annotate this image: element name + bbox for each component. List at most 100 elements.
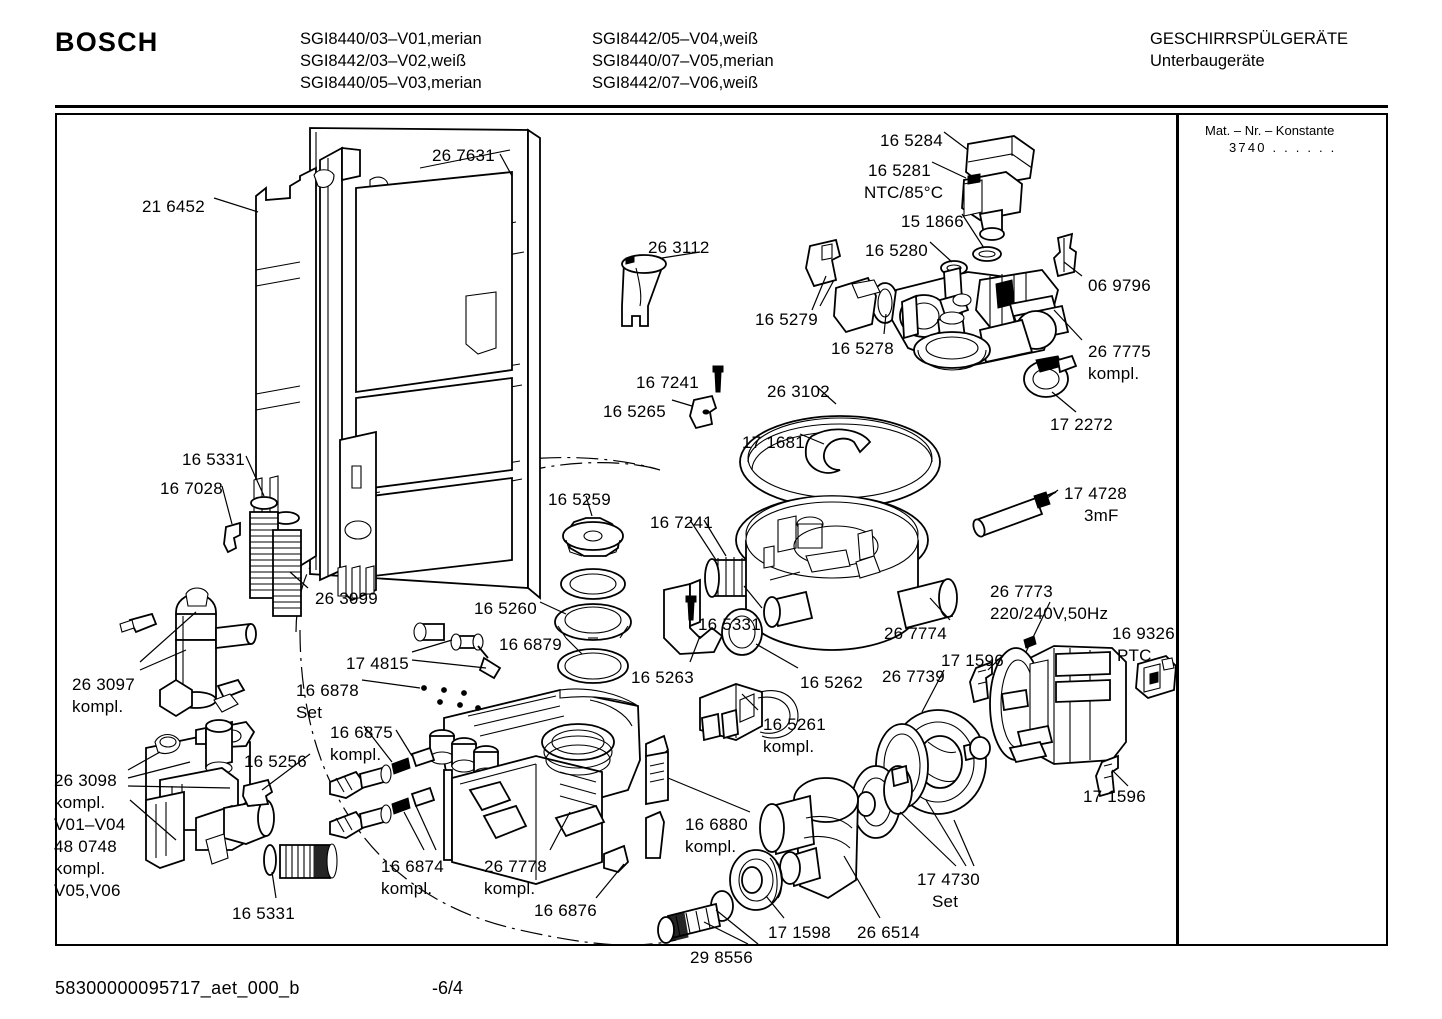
part-number-label: 17 4728 <box>1064 484 1127 503</box>
category-title: GESCHIRRSPÜLGERÄTE <box>1150 30 1349 48</box>
part-number-label: 17 4730 <box>917 870 980 889</box>
part-number-label: 26 7778 <box>484 857 547 876</box>
circulation-pump-assembly <box>658 636 1176 943</box>
part-number-label: 17 1598 <box>768 923 831 942</box>
part-number-label: 16 7241 <box>636 373 699 392</box>
part-number-label: 16 5279 <box>755 310 818 329</box>
part-number-label: 16 5260 <box>474 599 537 618</box>
part-number-label: 16 6879 <box>499 635 562 654</box>
part-number-label: Set <box>296 703 323 722</box>
part-number-label: 16 7028 <box>160 479 223 498</box>
assembly-outline <box>300 630 676 945</box>
bosch-logo: BOSCH <box>55 27 159 57</box>
part-number-label: 16 5263 <box>631 668 694 687</box>
capacitor <box>971 492 1056 538</box>
model-line: SGI8440/07–V05,merian <box>592 52 774 70</box>
model-list-column-2: SGI8442/05–V04,weiß SGI8440/07–V05,meria… <box>592 28 774 94</box>
part-number-label: 3mF <box>1084 506 1119 525</box>
part-number-label: 16 5265 <box>603 402 666 421</box>
appliance-category: GESCHIRRSPÜLGERÄTE Unterbaugeräte <box>1150 28 1348 72</box>
part-number-label: kompl. <box>330 745 382 764</box>
material-number-block: Mat. – Nr. – Konstante 3740 . . . . . . <box>1205 122 1336 156</box>
part-number-label: V01–V04 <box>54 815 126 834</box>
part-number-label: 21 6452 <box>142 197 205 216</box>
part-number-label: 06 9796 <box>1088 276 1151 295</box>
part-number-label: 26 7775 <box>1088 342 1151 361</box>
part-number-label: 16 5331 <box>698 615 761 634</box>
part-number-label: 16 6875 <box>330 723 393 742</box>
part-number-label: 16 5331 <box>232 904 295 923</box>
part-number-label: kompl. <box>484 879 536 898</box>
part-number-label: Set <box>932 892 959 911</box>
document-id: 58300000095717_aet_000_b <box>55 978 300 998</box>
model-line: SGI8440/05–V03,merian <box>300 74 482 92</box>
part-number-label: V05,V06 <box>54 881 121 900</box>
part-number-label: 15 1866 <box>901 212 964 231</box>
sump-bowl-assembly <box>722 416 957 655</box>
part-number-label: 220/240V,50Hz <box>990 604 1109 623</box>
part-number-label: 16 5281 <box>868 161 931 180</box>
part-number-label: 26 3097 <box>72 675 135 694</box>
inlet-valve-assembly <box>120 588 274 868</box>
part-number-label: kompl. <box>54 859 106 878</box>
matnr-title: Mat. – Nr. – Konstante <box>1205 123 1335 138</box>
model-line: SGI8442/07–V06,weiß <box>592 74 759 92</box>
frame-vertical-divider <box>1176 113 1179 946</box>
filter-cap-assembly <box>555 518 631 683</box>
part-number-label: 16 5262 <box>800 673 863 692</box>
part-number-label: 16 5259 <box>548 490 611 509</box>
part-number-label: 16 6874 <box>381 857 444 876</box>
part-number-label: 26 3099 <box>315 589 378 608</box>
heater-block-assembly <box>806 136 1076 397</box>
part-number-label: 26 6514 <box>857 923 920 942</box>
model-line: SGI8442/03–V02,weiß <box>300 52 467 70</box>
part-number-label: 17 1596 <box>1083 787 1146 806</box>
part-number-label: 16 5284 <box>880 131 943 150</box>
part-number-label: 16 5280 <box>865 241 928 260</box>
part-number-label: 16 6880 <box>685 815 748 834</box>
part-number-label: kompl. <box>54 793 106 812</box>
part-number-label: 26 7739 <box>882 667 945 686</box>
part-number-label: 16 7241 <box>650 513 713 532</box>
funnel-and-clip-group <box>622 255 723 428</box>
leader-lines <box>128 132 1128 944</box>
part-number-label: 17 1681 <box>742 433 805 452</box>
model-list-column-1: SGI8440/03–V01,merian SGI8442/03–V02,wei… <box>300 28 482 94</box>
door-panel-assembly <box>254 128 540 600</box>
part-number-label: kompl. <box>1088 364 1140 383</box>
part-number-label: 26 7631 <box>432 146 495 165</box>
part-number-label: kompl. <box>763 737 815 756</box>
part-number-label: 16 6876 <box>534 901 597 920</box>
part-number-label: 16 5278 <box>831 339 894 358</box>
part-number-label: 16 9326 <box>1112 624 1175 643</box>
part-number-label: 26 3098 <box>54 771 117 790</box>
assembly-outline <box>296 458 660 632</box>
category-subtitle: Unterbaugeräte <box>1150 52 1265 70</box>
hose-and-gasket-group <box>224 497 301 616</box>
part-number-label: kompl. <box>381 879 433 898</box>
page-number: -6/4 <box>432 978 464 998</box>
sump-housing-assembly <box>430 689 640 884</box>
part-number-label: 16 5261 <box>763 715 826 734</box>
part-number-label: 16 5331 <box>182 450 245 469</box>
part-number-label: 16 5256 <box>244 752 307 771</box>
assembly-outline <box>524 463 660 472</box>
part-number-label: 17 4815 <box>346 654 409 673</box>
part-number-label: PTC <box>1117 646 1152 665</box>
part-number-label: kompl. <box>72 697 124 716</box>
part-number-label: 48 0748 <box>54 837 117 856</box>
drain-hose-left <box>264 844 337 878</box>
part-number-label: NTC/85°C <box>864 183 944 202</box>
level-sensor-group <box>646 736 668 858</box>
matnr-value: 3740 . . . . . . <box>1229 140 1337 155</box>
part-number-label: 26 7773 <box>990 582 1053 601</box>
model-line: SGI8442/05–V04,weiß <box>592 30 759 48</box>
part-number-label: 26 3112 <box>648 238 710 257</box>
part-number-label: kompl. <box>685 837 737 856</box>
model-line: SGI8440/03–V01,merian <box>300 30 482 48</box>
part-number-label: 17 1596 <box>941 651 1004 670</box>
fasteners-group <box>330 623 500 838</box>
part-number-label: 17 2272 <box>1050 415 1113 434</box>
part-number-label: 29 8556 <box>690 948 753 967</box>
